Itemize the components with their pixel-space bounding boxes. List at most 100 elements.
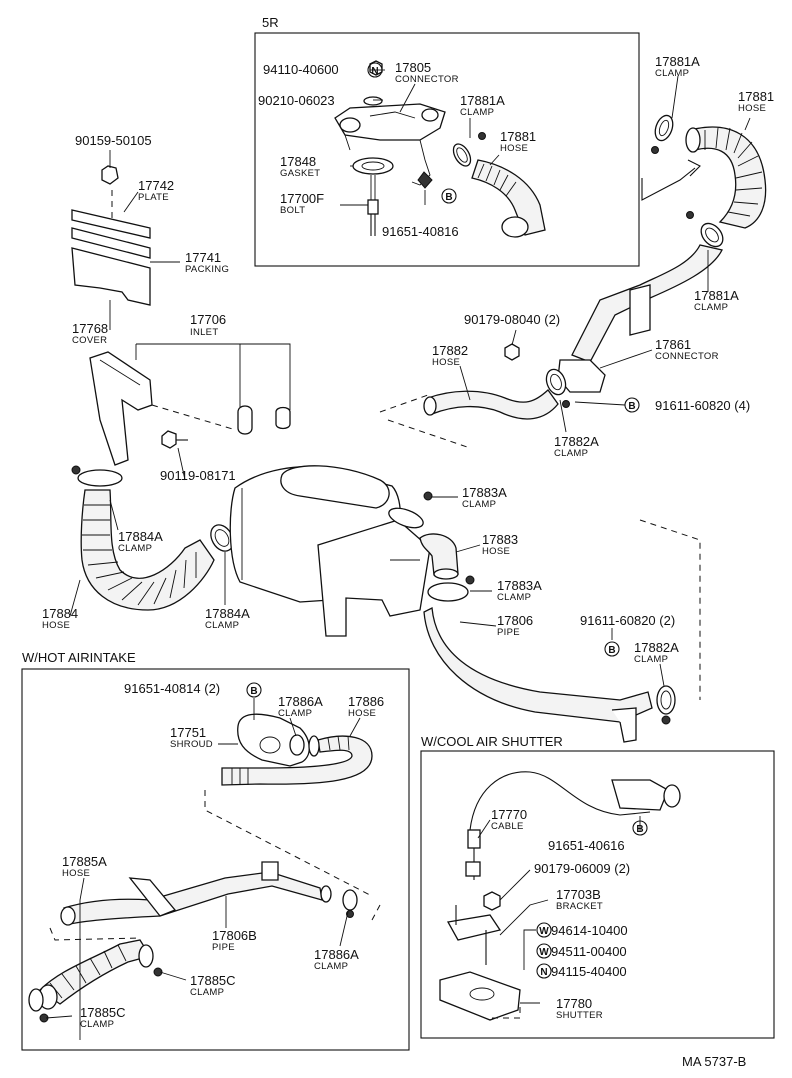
part-description: HOSE — [500, 143, 528, 154]
part-number: 17881 — [500, 129, 536, 144]
callout-17881a-right: 17881A CLAMP — [694, 288, 739, 313]
callout-90159-50105: 90159-50105 — [75, 133, 152, 148]
part-description: CLAMP — [205, 620, 239, 631]
part-number: 90159-50105 — [75, 133, 152, 148]
callout-90179-06009: 90179-06009 (2) — [534, 861, 630, 876]
callout-91611-60820-2: 91611-60820 (2) B — [580, 613, 675, 657]
callout-17883a-upper: 17883A CLAMP — [462, 485, 507, 510]
part-description: BOLT — [280, 205, 305, 216]
part-description: CLAMP — [460, 107, 494, 118]
panel-5r-title: 5R — [262, 15, 279, 30]
air-cleaner-housing-drawing — [229, 465, 431, 637]
callout-94614-10400: W 94614-10400 — [536, 922, 628, 938]
panel-hot-airintake-title: W/HOT AIRINTAKE — [22, 650, 136, 665]
part-number: 90179-06009 (2) — [534, 861, 630, 876]
clamp-17885c-lower-drawing — [28, 988, 49, 1023]
bolt-90119-08171-drawing — [161, 430, 188, 449]
part-number: 17885A — [62, 854, 107, 869]
panel-hot-airintake-frame — [21, 668, 410, 1051]
panel-cool-air-shutter-title: W/COOL AIR SHUTTER — [421, 734, 563, 749]
part-number: 17881 — [738, 89, 774, 104]
part-description: HOSE — [432, 357, 460, 368]
hose-17881-inner-drawing — [471, 159, 546, 238]
part-number: 91651-40814 (2) — [124, 681, 220, 696]
part-number: 17886A — [314, 947, 359, 962]
part-description: CLAMP — [278, 708, 312, 719]
callout-90119-08171: 90119-08171 — [160, 468, 236, 483]
hose-17881-top-drawing — [685, 126, 767, 229]
callout-17885c-upper: 17885C CLAMP — [190, 973, 236, 998]
part-description: CLAMP — [462, 499, 496, 510]
n-symbol-icon-label: N — [371, 66, 378, 77]
cover-17768-drawing — [71, 247, 151, 306]
b-symbol-icon-label: B — [608, 645, 615, 656]
hose-17882-drawing — [379, 389, 559, 449]
hot-air-dash-lines — [49, 904, 381, 941]
callout-91651-40616: B 91651-40616 — [548, 820, 648, 853]
part-description: CLAMP — [497, 592, 531, 603]
part-description: SHROUD — [170, 739, 213, 750]
b-symbol-icon-label: B — [636, 824, 643, 835]
b-symbol-icon-label: B — [628, 401, 635, 412]
clamp-17884a-upper-drawing — [71, 465, 123, 487]
b-symbol-icon — [632, 820, 648, 836]
washer-90210-drawing — [363, 96, 383, 106]
part-description: PIPE — [497, 627, 520, 638]
part-number: 17882 — [432, 343, 468, 358]
part-description: CLAMP — [694, 302, 728, 313]
clamp-17882a-upper-drawing — [545, 368, 570, 408]
n-symbol-icon-label: N — [540, 967, 547, 978]
bolt-17700f-drawing — [367, 175, 379, 236]
nut-90179-08040-drawing — [504, 343, 520, 361]
callout-17885a: 17885A HOSE — [62, 854, 107, 879]
part-description: COVER — [72, 335, 107, 346]
part-description: SHUTTER — [556, 1010, 603, 1021]
b-symbol-icon-label: B — [250, 686, 257, 697]
part-number: 90210-06023 — [258, 93, 335, 108]
part-number: 17848 — [280, 154, 316, 169]
part-description: CLAMP — [118, 543, 152, 554]
flow-arrow — [641, 159, 701, 201]
part-number: 17780 — [556, 996, 592, 1011]
hose-17883-drawing — [419, 533, 459, 580]
part-description: PIPE — [212, 942, 235, 953]
hose-17884-drawing — [80, 489, 215, 611]
callout-17881-inner: 17881 HOSE — [500, 129, 536, 154]
diagram-code: MA 5737-B — [682, 1054, 746, 1069]
pipe-17806b-drawing — [60, 861, 332, 926]
connector-17861-drawing — [557, 244, 723, 393]
callout-17881a-inner: 17881A CLAMP — [460, 93, 505, 118]
part-number: 91611-60820 (2) — [580, 613, 675, 628]
panel-cool-air-shutter: W/COOL AIR SHUTTER — [420, 734, 775, 1039]
callout-17882a-upper: 17882A CLAMP — [554, 434, 599, 459]
callout-17882: 17882 HOSE — [432, 343, 468, 368]
callout-17751: 17751 SHROUD — [170, 725, 213, 750]
b-symbol-icon — [604, 641, 620, 657]
callout-17886a-upper: 17886A CLAMP — [278, 694, 323, 719]
clamp-17881a-right-drawing — [686, 211, 724, 248]
callout-17883: 17883 HOSE — [482, 532, 518, 557]
w-symbol-icon — [536, 943, 552, 959]
part-description: CLAMP — [554, 448, 588, 459]
part-number: 94110-40600 — [263, 62, 339, 77]
part-description: HOSE — [482, 546, 510, 557]
panel-cool-air-shutter-frame — [420, 750, 775, 1039]
callout-17881a-top: 17881A CLAMP — [655, 54, 700, 79]
callout-17805: 17805 CONNECTOR — [395, 60, 458, 85]
part-number: 17768 — [72, 321, 108, 336]
callout-17861: 17861 CONNECTOR — [655, 337, 718, 362]
part-number: 90119-08171 — [160, 468, 236, 483]
part-description: CLAMP — [634, 654, 668, 665]
bracket-17703b-drawing — [446, 891, 502, 965]
part-number: 17806 — [497, 613, 533, 628]
hose-17885a-drawing — [38, 939, 152, 1010]
part-number: 17700F — [280, 191, 324, 206]
callout-17770: 17770 CABLE — [491, 807, 527, 832]
callout-17700f: 17700F BOLT — [280, 191, 324, 216]
clamp-17885c-upper-drawing — [138, 944, 163, 977]
shroud-17751-drawing — [237, 713, 310, 767]
part-number: 17861 — [655, 337, 691, 352]
part-description: PLATE — [138, 192, 169, 203]
callout-17881-top: 17881 HOSE — [738, 89, 774, 114]
panel-hot-airintake: W/HOT AIRINTAKE — [21, 650, 410, 1051]
